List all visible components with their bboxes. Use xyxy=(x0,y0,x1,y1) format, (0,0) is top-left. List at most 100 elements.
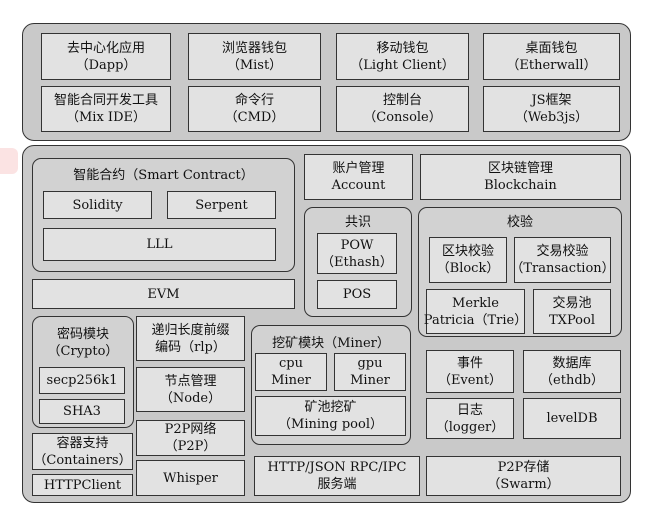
account-label-cn: 账户管理 xyxy=(332,161,385,176)
event-box: 事件 （Event） xyxy=(426,350,514,393)
transaction-verification-label-cn: 交易校验 xyxy=(536,244,589,259)
pow-label-line1: POW xyxy=(340,237,374,253)
whisper-box: Whisper xyxy=(136,460,245,496)
console-label-cn: 控制台 xyxy=(382,93,422,108)
web3js-label-en: （Web3js） xyxy=(514,110,589,125)
rpc-server-box: HTTP/JSON RPC/IPC 服务端 xyxy=(254,456,420,496)
blockchain-box: 区块链管理 Blockchain xyxy=(420,154,621,200)
mist-box: 浏览器钱包 （Mist） xyxy=(188,33,321,80)
txpool-box: 交易池 TXPool xyxy=(533,289,611,334)
console-label-en: （Console） xyxy=(363,110,442,125)
leveldb-box: levelDB xyxy=(523,398,621,439)
lll-label: LLL xyxy=(146,237,173,252)
secp256k1-box: secp256k1 xyxy=(39,367,125,394)
serpent-label: Serpent xyxy=(195,197,248,213)
p2p-network-box: P2P网络 （P2P） xyxy=(136,420,245,456)
p2p-network-label-en: （P2P） xyxy=(164,439,217,454)
logger-box: 日志 （logger） xyxy=(426,398,514,439)
crypto-title-cn: 密码模块 xyxy=(56,327,109,342)
transaction-verification-box: 交易校验 （Transaction） xyxy=(510,237,615,283)
core-layer: 智能合约（Smart Contract） Solidity Serpent LL… xyxy=(22,145,631,503)
secp256k1-label: secp256k1 xyxy=(46,373,118,388)
p2p-network-label-cn: P2P网络 xyxy=(164,422,217,437)
blockchain-label-en: Blockchain xyxy=(484,178,557,193)
rlp-label-line1: 递归长度前缀 xyxy=(151,322,230,338)
mining-pool-label-cn: 矿池挖矿 xyxy=(304,400,357,415)
swarm-box: P2P存储 （Swarm） xyxy=(426,456,621,496)
etherwall-label-cn: 桌面钱包 xyxy=(525,40,578,56)
node-box: 节点管理 （Node） xyxy=(136,367,245,412)
light-client-label-cn: 移动钱包 xyxy=(376,40,429,56)
block-verification-box: 区块校验 （Block） xyxy=(429,237,507,283)
mix-ide-label-cn: 智能合同开发工具 xyxy=(53,93,158,108)
solidity-box: Solidity xyxy=(43,191,152,219)
sha3-label: SHA3 xyxy=(63,404,101,419)
ethdb-label-cn: 数据库 xyxy=(552,355,592,371)
merkle-patricia-box: Merkle Patricia（Trie） xyxy=(424,289,527,334)
rlp-label-line2: 编码（rlp） xyxy=(155,339,226,355)
light-client-box: 移动钱包 （Light Client） xyxy=(336,33,469,80)
etherwall-box: 桌面钱包 （Etherwall） xyxy=(483,33,620,80)
node-label-en: （Node） xyxy=(159,390,222,406)
ethdb-box: 数据库 （ethdb） xyxy=(523,350,621,393)
application-layer: 去中心化应用 （Dapp） 浏览器钱包 （Mist） 移动钱包 （Light C… xyxy=(22,23,631,141)
transaction-verification-label-en: （Transaction） xyxy=(510,261,615,276)
mining-pool-label-en: （Mining pool） xyxy=(278,417,383,432)
dapp-label-en: （Dapp） xyxy=(75,57,137,73)
txpool-label-en: TXPool xyxy=(549,312,595,328)
block-verification-label-en: （Block） xyxy=(436,261,500,276)
evm-label: EVM xyxy=(147,286,180,302)
cmd-label-cn: 命令行 xyxy=(234,93,274,108)
serpent-box: Serpent xyxy=(167,191,276,219)
leveldb-label: levelDB xyxy=(546,411,598,426)
etherwall-label-en: （Etherwall） xyxy=(506,57,597,73)
crypto-title-en: （Crypto） xyxy=(47,344,119,359)
pow-label-line2: （Ethash） xyxy=(321,254,393,270)
ethdb-label-en: （ethdb） xyxy=(540,372,604,388)
event-label-en: （Event） xyxy=(437,372,503,388)
cpu-miner-line2: Miner xyxy=(271,373,311,388)
cmd-label-en: （CMD） xyxy=(224,110,285,125)
logger-label-en: （logger） xyxy=(435,419,505,435)
gpu-miner-line1: gpu xyxy=(357,356,383,371)
rlp-box: 递归长度前缀 编码（rlp） xyxy=(136,316,245,361)
gpu-miner-box: gpu Miner xyxy=(334,353,406,391)
block-verification-label-cn: 区块校验 xyxy=(441,244,494,259)
light-client-label-en: （Light Client） xyxy=(350,57,455,73)
smart-contract-title: 智能合约（Smart Contract） xyxy=(73,168,254,183)
httpclient-box: HTTPClient xyxy=(32,474,133,496)
miner-title: 挖矿模块（Miner） xyxy=(272,336,390,351)
mist-label-en: （Mist） xyxy=(226,57,283,73)
pow-box: POW （Ethash） xyxy=(317,233,397,274)
mix-ide-box: 智能合同开发工具 （Mix IDE） xyxy=(41,86,171,132)
lll-box: LLL xyxy=(43,228,276,261)
cmd-box: 命令行 （CMD） xyxy=(188,86,321,132)
mining-pool-box: 矿池挖矿 （Mining pool） xyxy=(255,396,406,436)
sha3-box: SHA3 xyxy=(39,399,125,424)
swarm-label-en: （Swarm） xyxy=(487,477,560,492)
cpu-miner-line1: cpu xyxy=(279,356,303,371)
decorative-edge-tab xyxy=(0,148,18,174)
gpu-miner-line2: Miner xyxy=(350,373,390,388)
containers-label-cn: 容器支持 xyxy=(56,435,109,451)
rpc-label-line1: HTTP/JSON RPC/IPC xyxy=(267,460,407,475)
console-box: 控制台 （Console） xyxy=(336,86,469,132)
mix-ide-label-en: （Mix IDE） xyxy=(66,110,146,125)
whisper-label: Whisper xyxy=(163,470,218,486)
solidity-label: Solidity xyxy=(72,197,123,213)
web3js-box: JS框架 （Web3js） xyxy=(483,86,620,132)
txpool-label-cn: 交易池 xyxy=(552,295,592,311)
node-label-cn: 节点管理 xyxy=(164,373,217,389)
containers-label-en: （Containers） xyxy=(33,452,132,468)
merkle-label-line1: Merkle xyxy=(452,295,499,311)
event-label-cn: 事件 xyxy=(456,355,483,371)
evm-box: EVM xyxy=(32,279,295,309)
consensus-title: 共识 xyxy=(344,215,371,230)
account-label-en: Account xyxy=(331,178,386,193)
dapp-box: 去中心化应用 （Dapp） xyxy=(41,33,171,80)
httpclient-label: HTTPClient xyxy=(43,477,122,493)
dapp-label-cn: 去中心化应用 xyxy=(66,40,145,56)
blockchain-label-cn: 区块链管理 xyxy=(487,161,553,176)
containers-box: 容器支持 （Containers） xyxy=(32,433,133,470)
logger-label-cn: 日志 xyxy=(456,402,483,418)
